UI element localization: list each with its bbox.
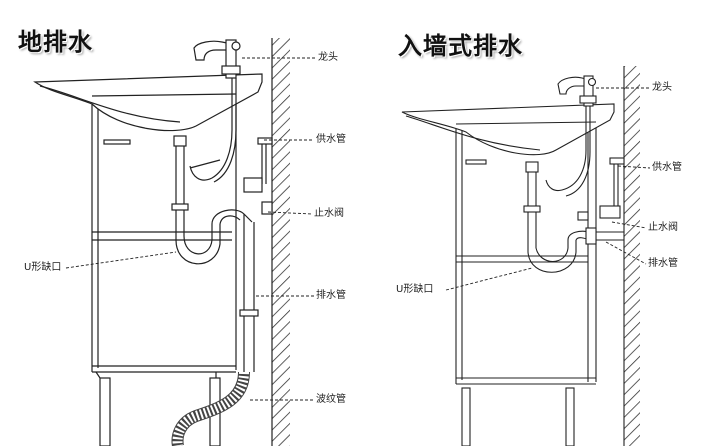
right-label-u-trap: U形缺口 <box>396 284 434 295</box>
left-diagram-title: 地排水 <box>18 28 93 56</box>
left-drain-pipe <box>239 214 259 372</box>
left-corrugated-pipe <box>171 371 250 446</box>
left-basin <box>33 73 263 132</box>
right-diagram <box>401 66 651 446</box>
left-label-drain-pipe: 排水管 <box>316 290 346 301</box>
left-label-u-trap: U形缺口 <box>24 262 62 273</box>
left-label-faucet: 龙头 <box>318 52 338 63</box>
right-faucet <box>557 75 597 107</box>
right-label-supply-pipe: 供水管 <box>652 162 682 173</box>
left-supply-hose <box>189 78 273 215</box>
right-label-drain-pipe: 排水管 <box>648 258 678 269</box>
right-label-faucet: 龙头 <box>652 82 672 93</box>
right-wall <box>624 66 640 446</box>
right-basin <box>401 103 615 156</box>
left-cabinet <box>91 96 237 373</box>
left-label-stop-valve: 止水阀 <box>314 208 344 219</box>
left-leader-lines <box>65 57 316 401</box>
left-wall <box>272 38 290 446</box>
left-u-trap <box>171 135 253 265</box>
left-label-supply-pipe: 供水管 <box>316 134 346 145</box>
left-faucet <box>193 39 241 79</box>
right-u-trap <box>523 161 624 273</box>
right-supply-hose <box>545 106 625 221</box>
left-label-corrugated-pipe: 波纹管 <box>316 394 346 405</box>
right-cabinet-legs <box>461 387 575 446</box>
right-leader-lines <box>445 87 651 291</box>
right-label-stop-valve: 止水阀 <box>648 222 678 233</box>
right-diagram-title: 入墙式排水 <box>398 32 523 60</box>
left-diagram <box>33 38 316 446</box>
